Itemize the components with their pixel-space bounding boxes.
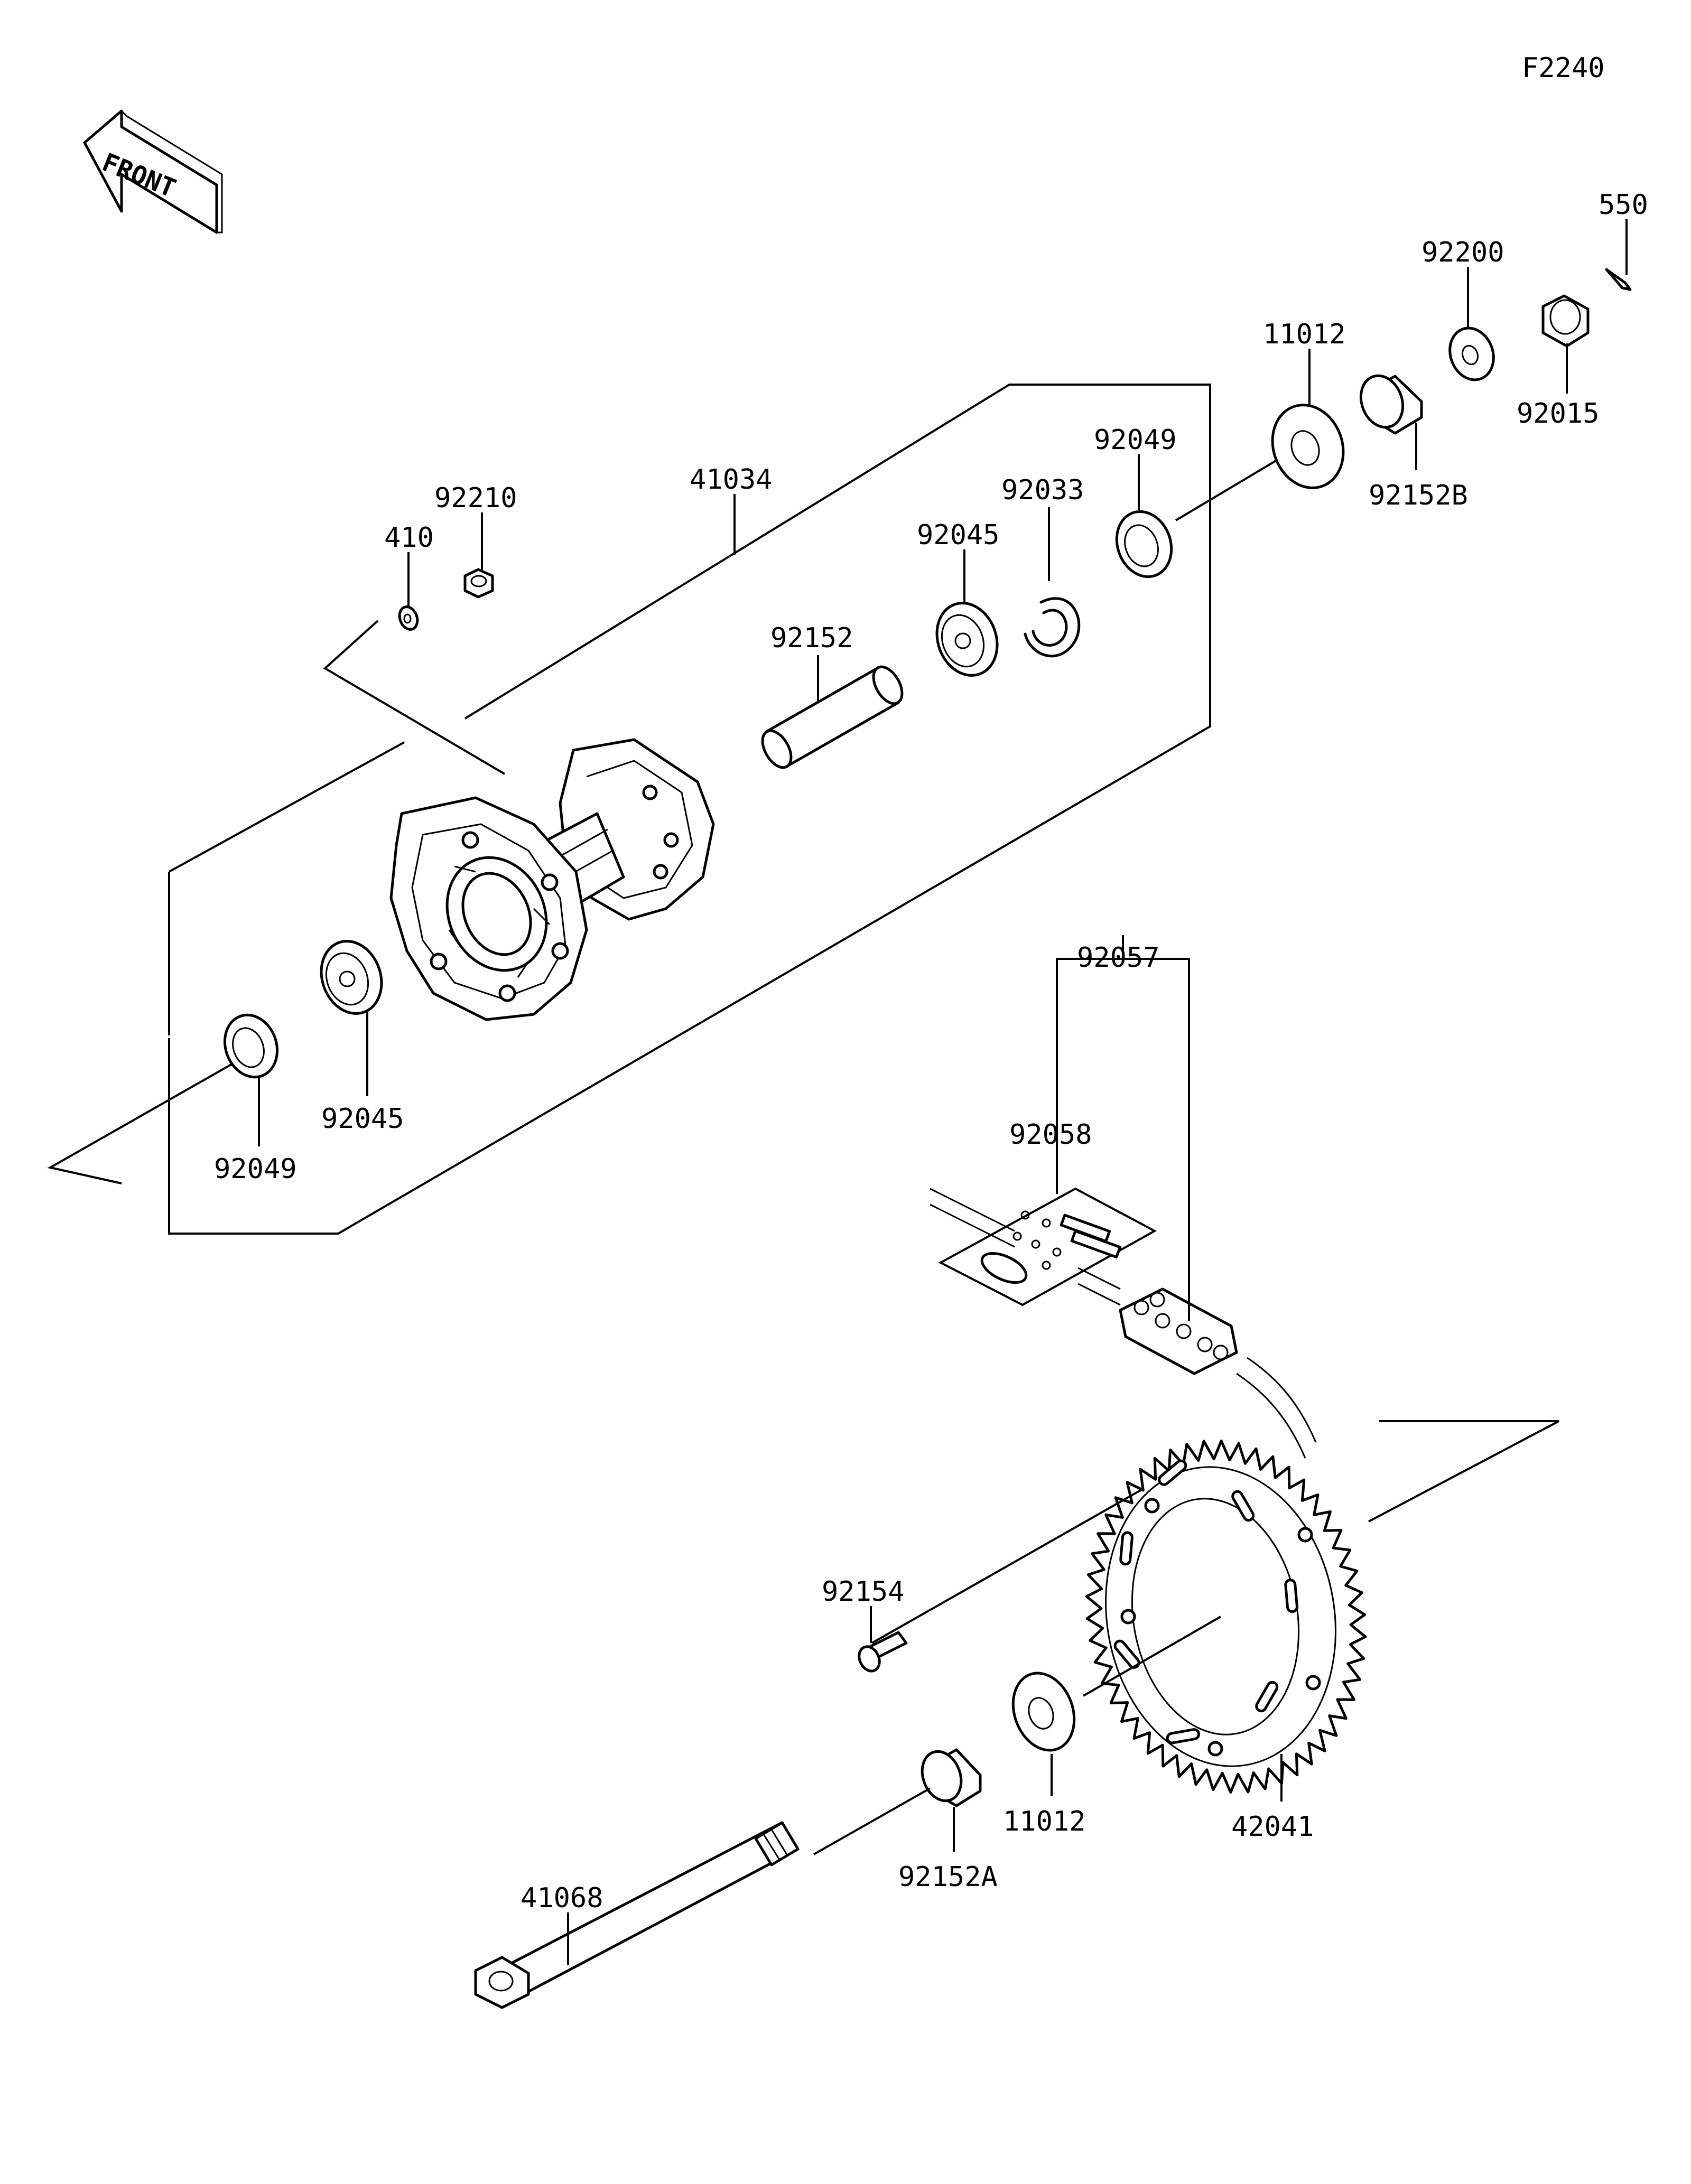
cotter-pin [1605,268,1632,291]
label-92154: 92154 [822,1576,905,1608]
circlip [1024,597,1081,658]
front-arrow-icon: FRONT [83,109,223,234]
figure-code: F2240 [1522,52,1605,84]
collar-upper [1271,404,1345,489]
drive-chain [930,1187,1317,1459]
label-92045-left: 92045 [321,1103,404,1135]
label-11012-upper: 11012 [1263,319,1346,350]
oil-seal-left [223,1013,279,1079]
label-92015: 92015 [1517,398,1600,430]
oil-seal-right [1115,510,1173,578]
label-92058: 92058 [1009,1119,1092,1151]
label-92152b: 92152B [1369,480,1468,511]
label-410: 410 [384,522,434,554]
rear-hub [389,738,715,1021]
label-92049-left: 92049 [214,1153,297,1185]
axle-nut [1541,294,1590,348]
sprocket-axis [1368,1420,1559,1523]
spacer-a [921,1748,982,1807]
label-92200: 92200 [1421,237,1504,268]
bearing-left [320,940,383,1015]
spacer-tube [761,665,904,769]
circlip-inner [1032,609,1068,647]
part-labels: 550 92200 11012 92015 92049 92152B 92033… [214,189,1648,1914]
bearing-right [935,602,999,677]
label-41034: 41034 [690,464,773,496]
label-42041: 42041 [1231,1811,1314,1843]
label-92049-right: 92049 [1094,424,1177,456]
label-92033: 92033 [1001,474,1084,506]
leader-lines [258,219,1628,1965]
label-92152: 92152 [770,622,853,654]
label-550: 550 [1599,189,1648,221]
label-92152a: 92152A [898,1861,998,1893]
spacer-b [1359,374,1423,435]
rear-axle [474,1821,800,2009]
label-41068: 41068 [521,1882,603,1914]
collar-lower [1011,1672,1076,1752]
sprocket-bolt [858,1631,908,1673]
small-washer [398,605,419,631]
label-92057: 92057 [1077,942,1160,974]
label-92045-right: 92045 [917,519,1000,551]
hub-nut [463,568,494,599]
label-92210: 92210 [434,482,517,514]
label-11012-lower: 11012 [1003,1806,1086,1837]
washer-92200 [1448,326,1495,381]
rear-sprocket [1085,1439,1367,1794]
